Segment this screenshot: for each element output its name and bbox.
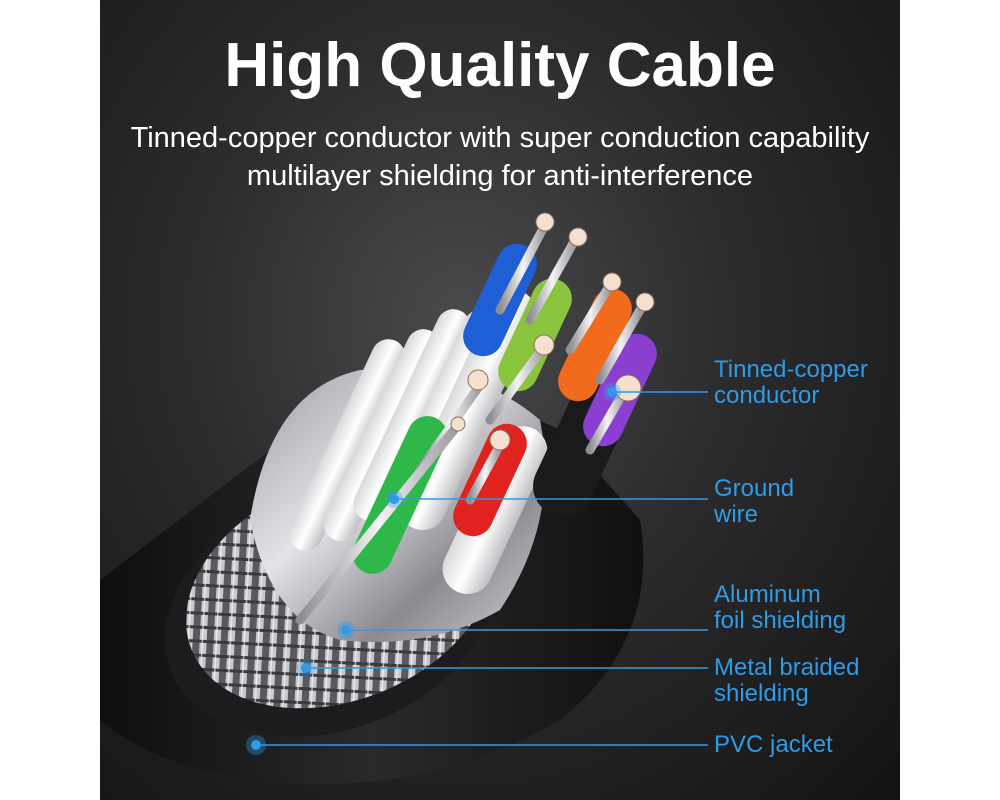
callout-line1: Ground — [714, 475, 795, 502]
subtitle-line-1: Tinned-copper conductor with super condu… — [130, 122, 870, 154]
callout-line1: Metal braided — [714, 654, 860, 681]
callout-ground-wire: Ground wire — [714, 476, 794, 528]
callout-dots — [246, 383, 621, 755]
callout-line2: wire — [714, 501, 759, 528]
callout-lines — [256, 391, 708, 746]
page-title: High Quality Cable — [224, 31, 776, 100]
callout-line2: shielding — [714, 680, 809, 707]
callout-line1: Aluminum — [714, 581, 821, 608]
subtitle-line-2: multilayer shielding for anti-interferen… — [246, 160, 754, 192]
callout-line1: PVC jacket — [714, 731, 833, 758]
callout-metal-braided-shielding: Metal braided shielding — [714, 655, 859, 707]
callout-aluminum-foil-shielding: Aluminum foil shielding — [714, 582, 846, 634]
callout-line2: conductor — [714, 382, 820, 409]
callout-tinned-copper-conductor: Tinned-copper conductor — [714, 357, 868, 409]
callout-line1: Tinned-copper — [714, 356, 868, 383]
callout-line2: foil shielding — [714, 607, 847, 634]
bare-conductors — [295, 220, 645, 625]
conductor-ends — [450, 212, 655, 451]
callout-pvc-jacket: PVC jacket — [714, 732, 833, 758]
